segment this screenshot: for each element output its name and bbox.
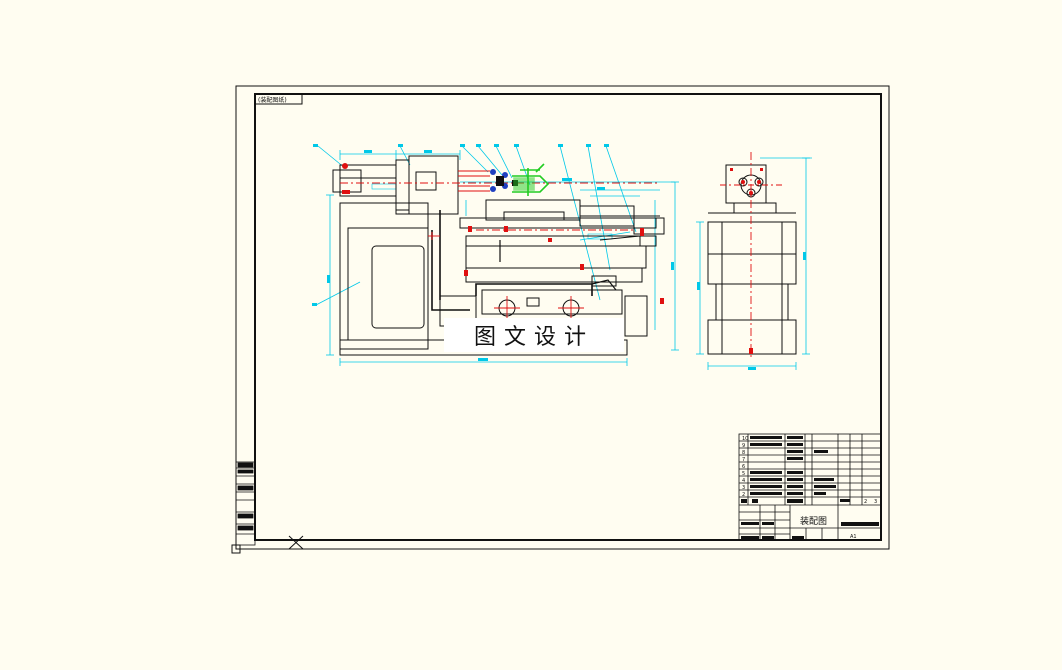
title-block-fills xyxy=(741,436,879,539)
svg-text:3: 3 xyxy=(742,485,745,491)
svg-text:9: 9 xyxy=(742,443,745,449)
left-side-strip xyxy=(235,461,256,546)
motor-red-marker xyxy=(342,163,350,194)
svg-text:7: 7 xyxy=(742,457,745,463)
svg-text:4: 4 xyxy=(742,478,745,484)
sheet-size: A1 xyxy=(850,534,857,540)
svg-text:10: 10 xyxy=(742,436,748,442)
svg-text:3: 3 xyxy=(874,499,877,505)
side-view-red-bolts xyxy=(730,168,763,354)
side-view xyxy=(696,152,812,370)
green-cylinder xyxy=(512,163,550,196)
svg-text:8: 8 xyxy=(742,450,745,456)
watermark-label: 图文设计 xyxy=(444,318,624,352)
svg-text:6: 6 xyxy=(742,464,745,470)
front-view xyxy=(312,144,679,366)
drawing-name: 装配图 xyxy=(800,515,827,527)
corner-stamp: (装配图纸) xyxy=(254,93,303,105)
cursor-cross-icon xyxy=(288,535,304,550)
valve-cluster xyxy=(490,169,518,192)
svg-text:2: 2 xyxy=(864,499,867,505)
title-block xyxy=(738,433,882,541)
svg-text:1: 1 xyxy=(742,499,745,505)
side-view-centerline xyxy=(720,152,782,360)
front-view-outline xyxy=(332,155,665,356)
front-view-dim-labels xyxy=(312,144,674,361)
side-view-dim-labels xyxy=(697,252,806,370)
front-view-bolts xyxy=(464,226,664,304)
drawing-sheet-border xyxy=(231,85,890,554)
corner-stamp-label: (装配图纸) xyxy=(258,96,287,104)
svg-text:2: 2 xyxy=(742,492,745,498)
front-view-dimensions xyxy=(315,145,679,366)
svg-text:5: 5 xyxy=(742,471,745,477)
